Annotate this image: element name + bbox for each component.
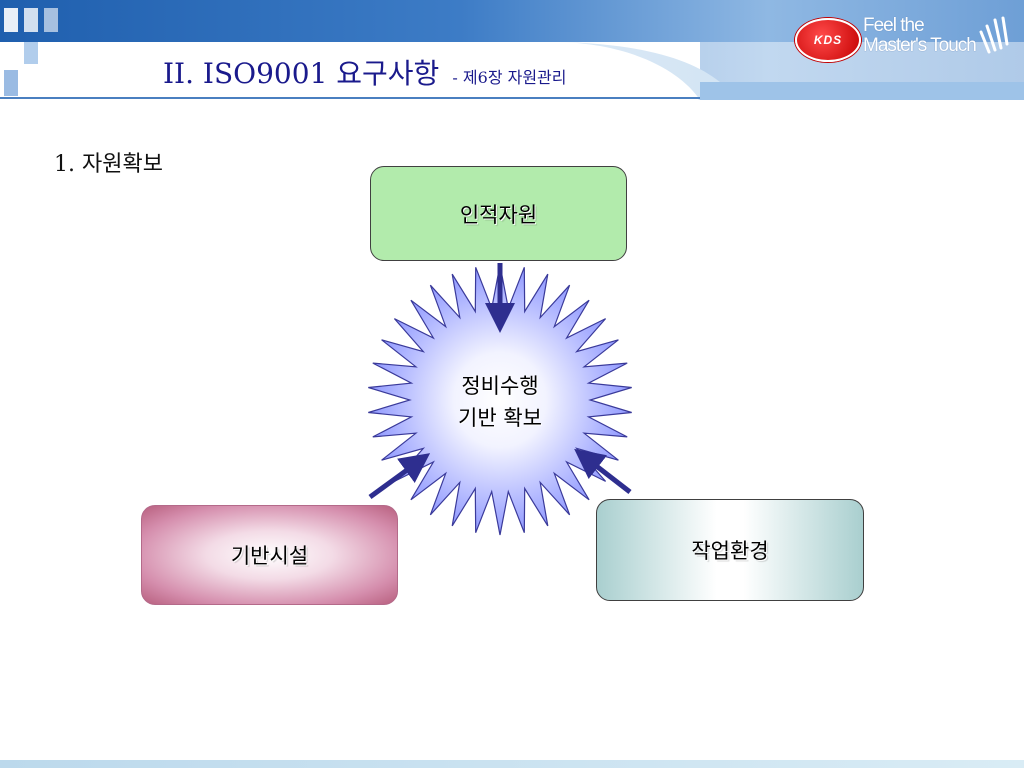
center-label-line2: 기반 확보 (458, 406, 542, 430)
logo-badge-text: KDS (813, 33, 843, 47)
node-infrastructure-label: 기반시설 (230, 544, 309, 568)
logo-slogan-line1: Feel the (863, 15, 925, 36)
slide-header: II. ISO9001 요구사항 - 제6장 자원관리 KDS Feel the… (0, 0, 1024, 100)
node-human-resources-label: 인적자원 (459, 202, 538, 227)
slide-title: II. ISO9001 요구사항 - 제6장 자원관리 (163, 52, 567, 92)
section-heading: 1. 자원확보 (54, 152, 163, 177)
logo-slogan: Feel the Master's Touch (863, 15, 977, 56)
hand-stroke-icon (979, 16, 1009, 54)
center-starburst (368, 264, 632, 536)
logo-badge: KDS (795, 18, 861, 62)
company-logo: KDS Feel the Master's Touch (795, 14, 1020, 64)
center-label-line1: 정비수행 (461, 374, 539, 398)
node-infrastructure: 기반시설 (141, 505, 398, 605)
node-work-environment: 작업환경 (596, 499, 864, 601)
footer-bar (0, 760, 1024, 768)
header-background (0, 0, 1024, 100)
slide-title-sub: - 제6장 자원관리 (452, 68, 567, 87)
node-human-resources: 인적자원 (370, 166, 627, 261)
center-label: 정비수행 기반 확보 (400, 370, 600, 434)
arrow-left-to-center (368, 453, 431, 500)
logo-slogan-line2: Master's Touch (863, 35, 977, 56)
slide-title-main: II. ISO9001 요구사항 (163, 57, 440, 90)
node-work-environment-label: 작업환경 (691, 539, 769, 563)
corner-squares-decoration (4, 8, 58, 96)
arrow-right-to-center (574, 448, 632, 494)
